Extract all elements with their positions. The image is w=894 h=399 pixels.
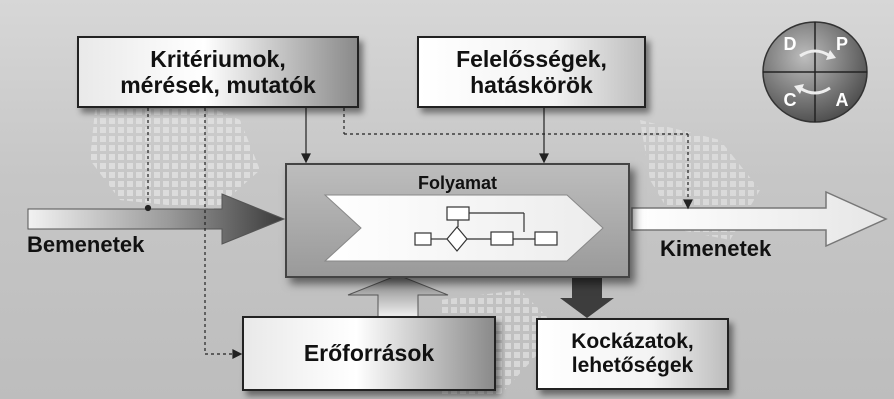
pdca-cycle-icon: D P C A: [762, 21, 868, 123]
connector-arrowhead: [301, 153, 311, 164]
criteria-label: Kritériumok, mérések, mutatók: [120, 45, 316, 98]
connector-arrowhead: [539, 153, 549, 164]
connector-arrowhead: [232, 349, 243, 359]
responsibilities-box: Felelősségek, hatáskörök: [417, 36, 646, 108]
output-arrow: [631, 190, 888, 248]
resources-arrow: [347, 274, 449, 319]
outputs-label: Kimenetek: [660, 236, 772, 261]
process-box: Folyamat: [285, 163, 630, 278]
connector-arrowhead: [683, 199, 693, 210]
pdca-arrowhead: [826, 50, 836, 60]
process-title: Folyamat: [417, 173, 498, 193]
responsibilities-label: Felelősségek, hatáskörök: [456, 45, 607, 98]
risks-arrow: [560, 278, 614, 318]
pdca-arrowhead: [794, 84, 804, 94]
pdca-letter-a: A: [836, 90, 849, 110]
pdca-cycle-arrow-icon: [799, 49, 831, 58]
pdca-letter-d: D: [784, 34, 797, 54]
connector-dot: [144, 204, 152, 212]
pdca-letter-p: P: [836, 34, 848, 54]
pdca-cycle-arrow-icon: [799, 86, 831, 95]
resources-label: Erőforrások: [303, 340, 435, 367]
resources-box: Erőforrások: [242, 316, 496, 391]
criteria-box: Kritériumok, mérések, mutatók: [77, 36, 359, 108]
map-texture-left: [90, 90, 260, 210]
risks-label: Kockázatok, lehetőségek: [571, 329, 694, 377]
flowchart-icon: [414, 206, 558, 252]
process-chevron: [323, 194, 604, 262]
inputs-label: Bemenetek: [27, 232, 145, 257]
input-arrow: [27, 193, 286, 245]
process-flowchart: [323, 194, 604, 262]
pdca-letter-c: C: [784, 90, 797, 110]
risks-box: Kockázatok, lehetőségek: [536, 318, 729, 390]
